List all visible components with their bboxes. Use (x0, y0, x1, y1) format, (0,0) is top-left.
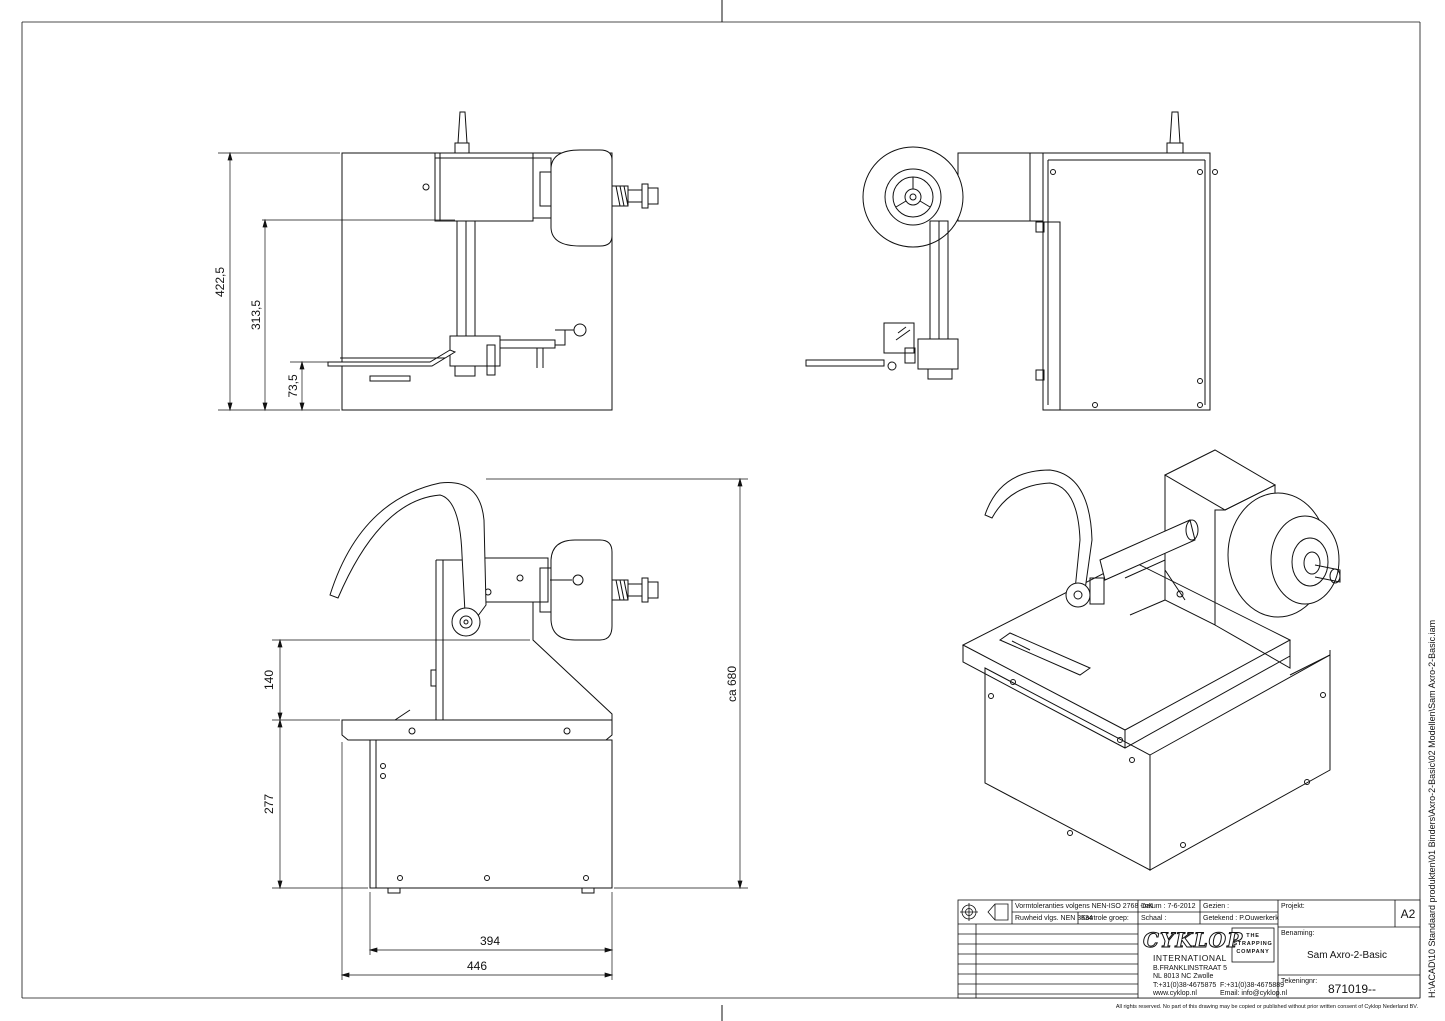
company-logo: CYKLOP (1143, 928, 1243, 952)
dim-base-width: 394 (480, 934, 500, 948)
front-view (327, 111, 659, 411)
dim-side-base-height: 277 (262, 794, 276, 814)
tb-sheet-size: A2 (1401, 907, 1416, 921)
company-fax: F:+31(0)38-4675889 (1220, 982, 1284, 989)
file-path: H:\ACAD\10 Standaard produkten\01 Binder… (1427, 620, 1437, 998)
tb-drawn-by: Getekend : P.Ouwerkerk (1203, 915, 1279, 922)
front-dimensions (218, 151, 455, 412)
company-tagline-1: THE (1246, 933, 1259, 939)
company-address: B.FRANKLINSTRAAT 5 (1153, 965, 1227, 972)
tb-seen: Gezien : (1203, 903, 1229, 910)
tb-control-group: Kontrole groep: (1081, 915, 1129, 922)
tb-name-value: Sam Axro-2-Basic (1307, 950, 1387, 961)
tb-drawing-no: 871019-- (1328, 982, 1376, 996)
isometric-view (961, 449, 1341, 871)
company-web: www.cyklop.nl (1152, 990, 1197, 997)
side-arm-dimensions (272, 477, 748, 980)
company-phone: T:+31(0)38-4675875 (1153, 982, 1216, 989)
dim-front-table-height: 73,5 (286, 374, 300, 398)
company-tagline-3: COMPANY (1236, 949, 1269, 955)
tb-date: Datum : 7-6-2012 (1141, 903, 1196, 910)
dim-overall-width: 446 (467, 959, 487, 973)
title-block (957, 899, 1421, 999)
company-international: INTERNATIONAL (1153, 953, 1227, 963)
company-city: NL 8013 NC Zwolle (1153, 973, 1214, 980)
tb-scale: Schaal : (1141, 915, 1166, 922)
tb-project-label: Projekt: (1281, 903, 1305, 910)
tb-drawing-no-label: Tekeningnr: (1281, 978, 1317, 985)
side-view-arm (329, 481, 659, 894)
tb-tolerances: Vormtoleranties volgens NEN-ISO 2768 -mK (1015, 903, 1153, 910)
dim-front-height: 422,5 (213, 267, 227, 297)
company-tagline-2: STRAPPING (1233, 941, 1272, 947)
tb-roughness: Ruwheid vlgs. NEN 3634 (1015, 915, 1093, 922)
dim-side-total-height: ca 680 (725, 666, 739, 702)
company-email: Email: info@cyklop.nl (1220, 990, 1287, 997)
copyright-notice: All rights reserved. No part of this dra… (1116, 1004, 1419, 1010)
dim-front-axis-height: 313,5 (249, 300, 263, 330)
tb-name-label: Benaming: (1281, 930, 1315, 937)
side-view (805, 111, 1218, 411)
dim-side-arm-height: 140 (262, 670, 276, 690)
